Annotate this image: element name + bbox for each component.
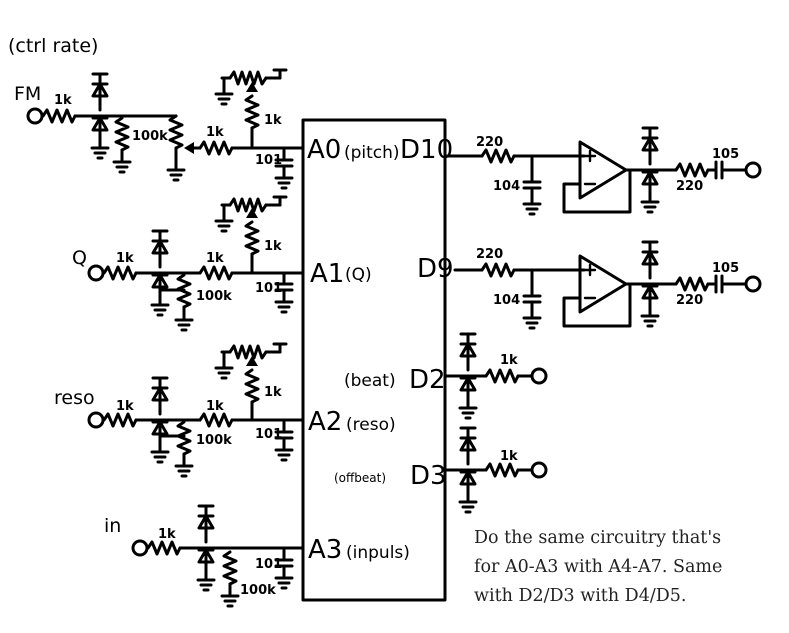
r-value-label: 1k bbox=[500, 353, 518, 368]
pin-a1-desc: (Q) bbox=[345, 265, 372, 285]
note-line: for A0-A3 with A4-A7. Same bbox=[474, 557, 723, 577]
c-value-label: 101 bbox=[255, 427, 282, 442]
r-value-label: 1k bbox=[158, 527, 176, 542]
instruction-note: Do the same circuitry that's for A0-A3 w… bbox=[474, 524, 774, 611]
output-d9 bbox=[453, 242, 762, 330]
output-d2 bbox=[443, 334, 548, 418]
r-value-label: 1k bbox=[264, 113, 282, 128]
pin-a1-label: A1 bbox=[310, 259, 344, 289]
pin-a2-desc: (reso) bbox=[346, 415, 396, 435]
pin-d3-label: D3 bbox=[410, 461, 447, 491]
c-value-label: 101 bbox=[255, 557, 282, 572]
r-value-label: 220 bbox=[476, 135, 503, 150]
r-value-label: 100k bbox=[132, 129, 168, 144]
c-value-label: 105 bbox=[712, 261, 739, 276]
c-value-label: 104 bbox=[493, 293, 520, 308]
pin-d9-label: D9 bbox=[417, 254, 454, 284]
pin-d2-desc: (beat) bbox=[344, 371, 396, 391]
fm-note-label: (ctrl rate) bbox=[8, 35, 98, 57]
q-input-label: Q bbox=[72, 247, 87, 269]
channel-a2 bbox=[87, 344, 305, 478]
note-line: with D2/D3 with D4/D5. bbox=[474, 586, 687, 606]
pin-a2-label: A2 bbox=[308, 407, 342, 437]
c-value-label: 101 bbox=[255, 281, 282, 296]
output-d3 bbox=[443, 428, 548, 512]
r-value-label: 1k bbox=[264, 385, 282, 400]
pin-d10-label: D10 bbox=[400, 135, 453, 165]
pin-a0-label: A0 bbox=[307, 135, 341, 165]
r-value-label: 220 bbox=[676, 293, 703, 308]
r-value-label: 1k bbox=[500, 449, 518, 464]
pin-d2-label: D2 bbox=[409, 365, 446, 395]
r-value-label: 1k bbox=[116, 251, 134, 266]
c-value-label: 104 bbox=[493, 179, 520, 194]
r-value-label: 100k bbox=[196, 289, 232, 304]
r-value-label: 100k bbox=[196, 433, 232, 448]
channel-a1 bbox=[87, 197, 305, 332]
pin-d3-desc: (offbeat) bbox=[334, 471, 386, 485]
r-value-label: 1k bbox=[206, 251, 224, 266]
arduino-block bbox=[301, 118, 447, 602]
r-value-label: 1k bbox=[264, 239, 282, 254]
channel-a3 bbox=[131, 506, 305, 608]
c-value-label: 101 bbox=[255, 153, 282, 168]
r-value-label: 1k bbox=[54, 93, 72, 108]
channel-a0 bbox=[26, 70, 305, 190]
fm-input-label: FM bbox=[14, 83, 41, 105]
reso-input-label: reso bbox=[54, 387, 95, 409]
r-value-label: 1k bbox=[206, 399, 224, 414]
r-value-label: 1k bbox=[206, 125, 224, 140]
pin-a3-desc: (inpuls) bbox=[346, 543, 410, 563]
pin-a3-label: A3 bbox=[308, 535, 342, 565]
r-value-label: 220 bbox=[676, 179, 703, 194]
c-value-label: 105 bbox=[712, 147, 739, 162]
note-line: Do the same circuitry that's bbox=[474, 528, 722, 548]
pin-a0-desc: (pitch) bbox=[344, 143, 400, 163]
r-value-label: 1k bbox=[116, 399, 134, 414]
in-input-label: in bbox=[104, 515, 121, 537]
r-value-label: 220 bbox=[476, 247, 503, 262]
output-d10 bbox=[443, 128, 762, 216]
r-value-label: 100k bbox=[240, 583, 276, 598]
